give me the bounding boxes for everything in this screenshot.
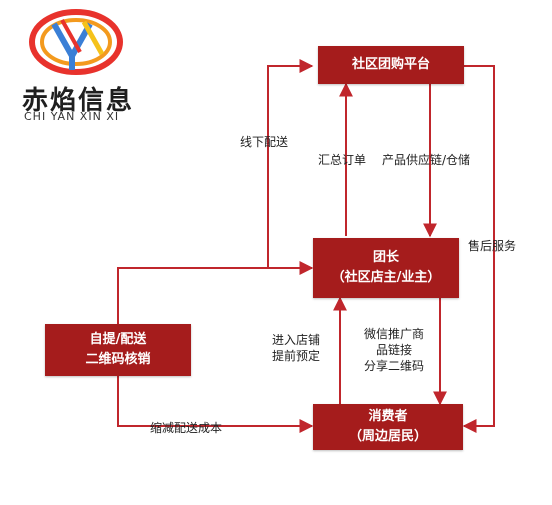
label-enter-store: 进入店铺 提前预定 xyxy=(272,332,320,364)
label-enter-store-line1: 进入店铺 xyxy=(272,333,321,347)
label-after-sales: 售后服务 xyxy=(468,239,517,253)
arrow-reduce-cost xyxy=(117,376,314,433)
node-consumer: 消费者 （周边居民） xyxy=(313,404,463,450)
arrow-after-sales xyxy=(462,65,495,433)
node-leader: 团长 （社区店主/业主） xyxy=(313,238,459,298)
brand-name-cn: 赤焰信息 xyxy=(22,86,135,116)
node-platform: 社区团购平台 xyxy=(318,46,464,84)
label-wechat-promo-line3: 分享二维码 xyxy=(364,359,425,373)
label-summary-orders: 汇总订单 xyxy=(318,153,367,167)
node-pickup-line1: 自提/配送 xyxy=(89,332,147,347)
node-platform-label: 社区团购平台 xyxy=(351,57,430,72)
node-consumer-title: 消费者 xyxy=(368,409,408,424)
node-pickup-line2: 二维码核销 xyxy=(85,352,151,367)
node-consumer-subtitle: （周边居民） xyxy=(348,429,427,444)
brand-name-en: CHI YAN XIN XI xyxy=(24,110,120,123)
label-wechat-promo: 微信推广商 品链接 分享二维码 xyxy=(364,326,424,374)
label-enter-store-line2: 提前预定 xyxy=(272,349,321,363)
arrow-pickup-to-leader xyxy=(117,261,314,324)
label-offline-delivery: 线下配送 xyxy=(240,135,289,149)
node-leader-title: 团长 xyxy=(372,250,399,265)
node-pickup: 自提/配送 二维码核销 xyxy=(45,324,191,376)
brand-logo-icon xyxy=(29,9,123,75)
label-reduce-cost: 缩减配送成本 xyxy=(150,421,223,435)
label-wechat-promo-line1: 微信推广商 xyxy=(364,327,425,341)
node-leader-subtitle: （社区店主/业主） xyxy=(331,270,441,285)
label-wechat-promo-line2: 品链接 xyxy=(376,343,413,357)
arrow-offline-delivery xyxy=(267,59,314,268)
label-supply-chain: 产品供应链/仓储 xyxy=(382,153,471,167)
